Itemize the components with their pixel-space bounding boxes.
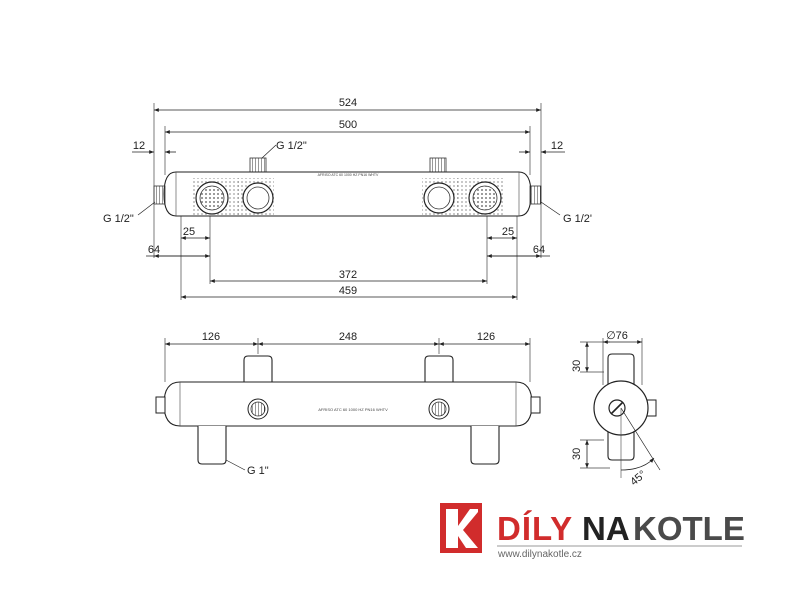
front-view: 126 248 126 AFRISO ATC 60 1000 HZ PN16 W… [155,331,541,477]
dim-left-segment: 126 [202,331,220,343]
side-dim-top: 30 [571,360,583,372]
logo-word-na: NA [582,510,630,547]
side-view: ∅76 30 30 45° [571,330,661,488]
side-angle: 45° [628,468,648,488]
outlet-port-left-outer [195,181,229,215]
outlet-port-right-inner [423,182,455,214]
dim-offset-right: 25 [502,226,514,238]
thread-label-top: G 1/2" [276,140,307,152]
outlet-port-right-outer [468,181,502,215]
top-nozzle-left [249,157,267,173]
side-top-stub [607,353,635,384]
thread-label-right: G 1/2' [563,213,592,225]
dim-end-cap-right: 12 [551,140,563,152]
dim-offset-left: 25 [183,226,195,238]
outlet-port-left-inner [242,182,274,214]
dim-body-length: 500 [339,119,357,131]
front-sensor-port-left [247,398,269,420]
top-body-stamp: AFRISO ATC 60 1000 HZ PN16 WHTV [318,173,379,177]
logo-word-dily: DÍLY [497,510,573,547]
logo-mark-k [446,509,478,548]
front-top-stub-right [424,355,454,382]
side-dim-bottom: 30 [571,448,583,460]
side-diameter: ∅76 [606,330,628,342]
thread-label-left: G 1/2" [103,213,134,225]
front-bottom-stub-right [470,426,500,465]
front-bottom-stub-left [197,426,227,465]
top-view: 524 500 12 12 G 1/2" AFRISO ATC 60 1000 … [103,97,592,300]
dim-inner-span: 372 [339,269,357,281]
logo-url[interactable]: www.dilynakotle.cz [497,549,582,560]
dim-overall-length: 524 [339,97,357,109]
thread-label-bottom: G 1" [247,465,269,477]
front-end-stub-right [530,396,541,414]
dim-right-segment: 126 [477,331,495,343]
dim-outer-span: 459 [339,285,357,297]
side-nozzle-left [153,185,166,205]
front-top-stub-left [243,355,273,382]
front-end-stub-left [155,396,166,414]
brand-logo: DÍLY NA KOTLE www.dilynakotle.cz [440,503,745,560]
dim-port-right: 64 [533,244,545,256]
front-body [163,381,533,427]
dim-port-left: 64 [148,244,160,256]
side-nozzle-right [529,185,542,205]
dim-middle-segment: 248 [339,331,357,343]
front-sensor-port-right [428,398,450,420]
dim-end-cap-left: 12 [133,140,145,152]
top-nozzle-right [429,157,447,173]
logo-word-kotle: KOTLE [633,510,745,547]
front-body-stamp: AFRISO ATC 60 1000 HZ PN16 WHTV [318,407,388,412]
